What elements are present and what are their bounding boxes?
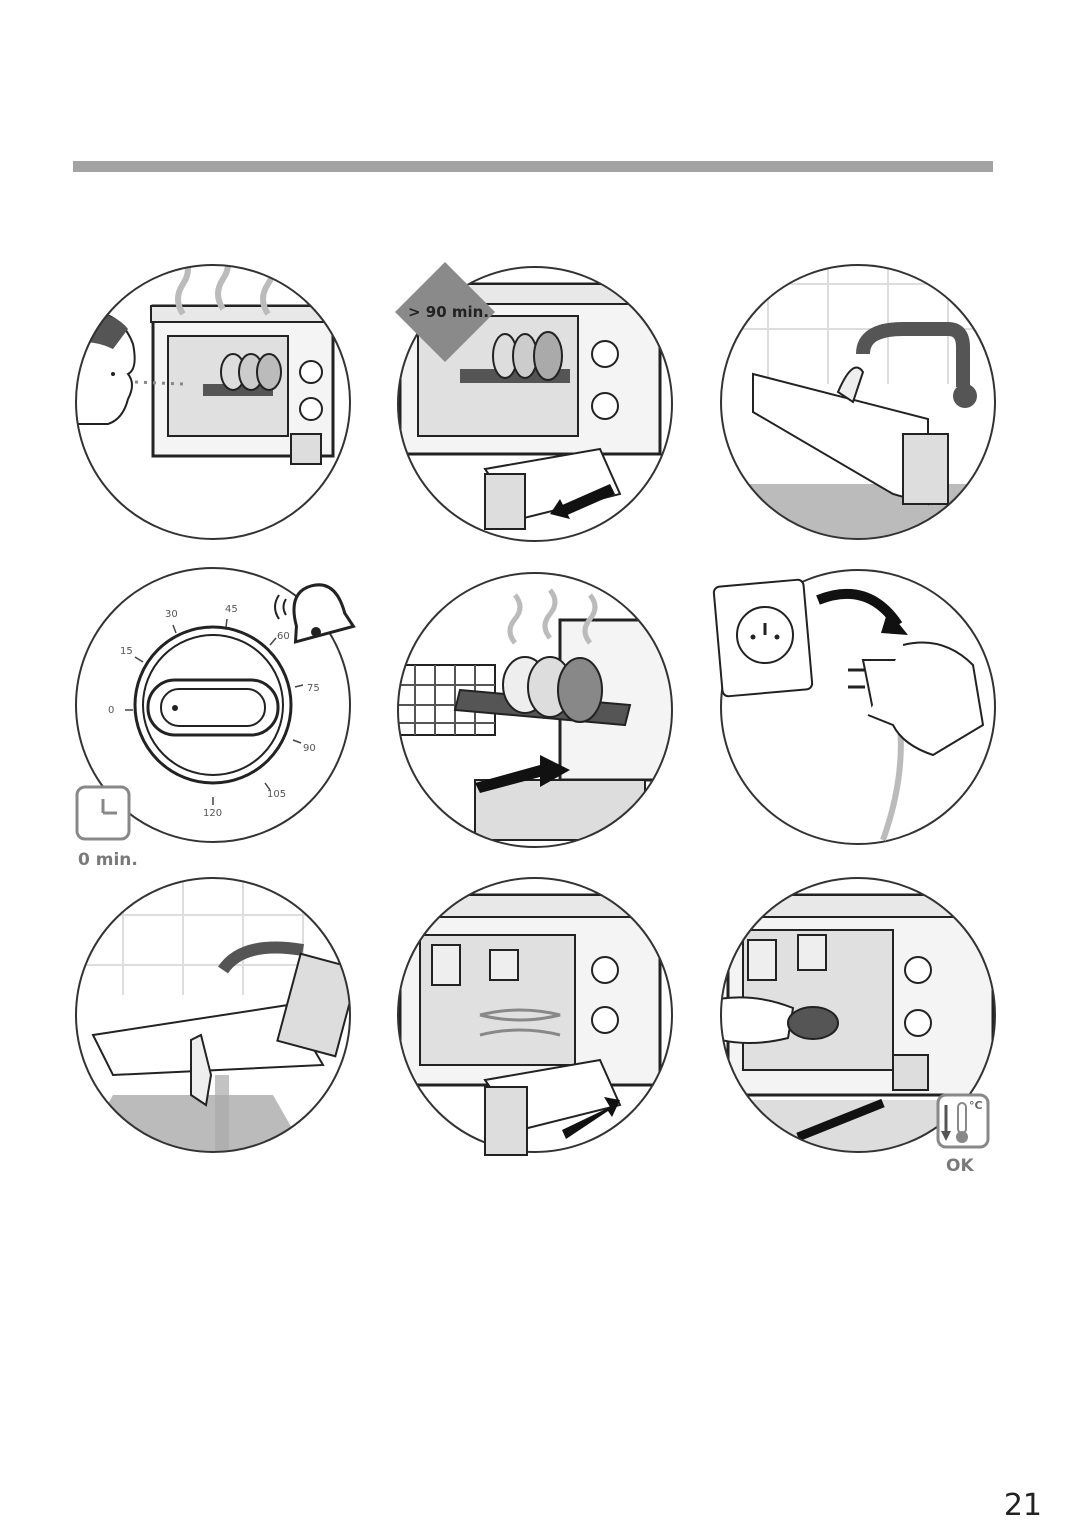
illustration-insert-tray — [397, 877, 673, 1156]
panel-insert-tray — [390, 875, 680, 1175]
panel-clean-interior: °C — [713, 875, 1003, 1185]
dial-tick-90: 90 — [303, 743, 316, 754]
page-number: 21 — [1003, 1488, 1042, 1523]
ok-label: OK — [946, 1156, 974, 1176]
dial-tick-45: 45 — [225, 604, 238, 615]
wait-time-label: > 90 min. — [408, 303, 490, 321]
panel-timer-dial: 0 15 30 45 60 75 90 105 120 — [73, 565, 363, 855]
dial-tick-105: 105 — [267, 789, 287, 800]
panel-unplug — [712, 565, 1003, 855]
section-divider-bar — [73, 161, 993, 172]
dial-tick-75: 75 — [307, 683, 320, 694]
dial-tick-15: 15 — [120, 646, 133, 657]
panel-rinse-tray — [713, 244, 1003, 544]
illustration-clean-interior — [720, 877, 996, 1153]
dial-tick-30: 30 — [165, 609, 178, 620]
illustration-rinse-tray — [720, 264, 996, 540]
illustration-remove-food — [397, 572, 673, 848]
dial-tick-0: 0 — [108, 705, 115, 716]
celsius-label: °C — [969, 1099, 983, 1112]
illustration-timer-dial — [75, 567, 356, 843]
panel-empty-tray — [73, 875, 363, 1165]
panel-wait-90-min: > 90 min. — [390, 244, 680, 544]
panel-smell-oven — [73, 244, 363, 544]
dial-tick-60: 60 — [277, 631, 290, 642]
zero-min-label: 0 min. — [78, 850, 138, 870]
dial-tick-120: 120 — [203, 808, 223, 819]
illustration-unplug — [712, 569, 996, 845]
illustration-empty-tray — [75, 877, 351, 1153]
illustration-remove-tray — [395, 262, 673, 542]
illustration-smell-oven — [75, 264, 351, 540]
panel-remove-food — [390, 565, 680, 855]
